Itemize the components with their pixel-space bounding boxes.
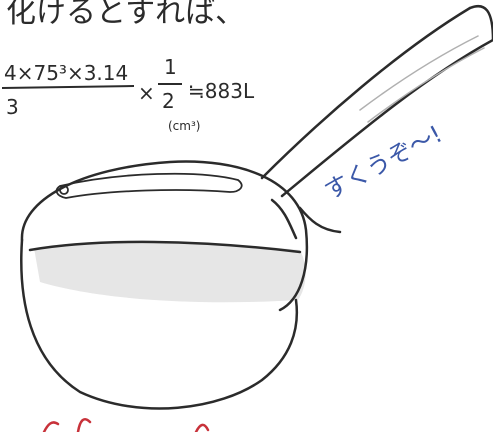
volume-formula: 4×75³×3.14 3 × 1 2 (cm³) ≒883L [1,55,255,133]
formula-approx-result: ≒883L [188,79,255,103]
formula-multiply: × [138,81,155,105]
red-scribble [42,418,210,432]
formula-numerator: 4×75³×3.14 [4,61,128,85]
scoop-note: すくうぞ〜! [320,120,447,205]
liquid-fill [34,241,306,303]
formula-unit: (cm³) [168,119,200,133]
ladle-handle [260,5,493,240]
ladle-bowl [20,160,309,410]
heading-text: 化けるとすれば、 [6,0,245,30]
half-denominator: 2 [162,89,175,113]
formula-fraction-bar [1,85,135,89]
half-numerator: 1 [164,55,177,79]
formula-denominator: 3 [6,95,19,119]
